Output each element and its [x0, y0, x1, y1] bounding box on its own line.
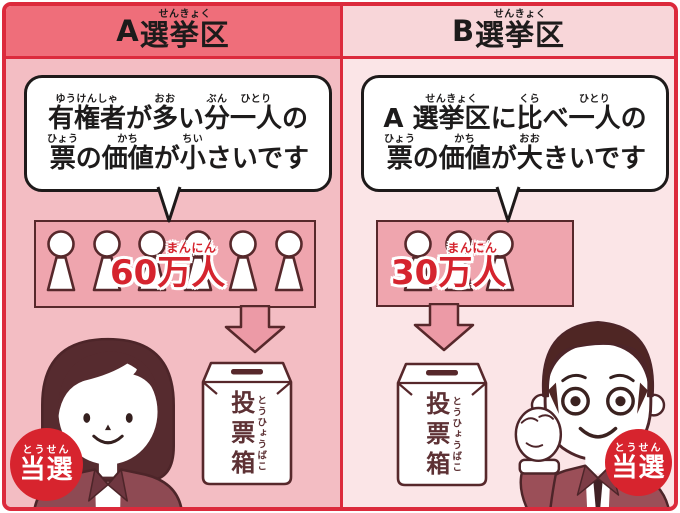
ballot-box-label: 投票箱 とうひょうばこ	[388, 391, 496, 481]
ballot-box-text: 投票箱	[421, 391, 450, 481]
ballot-box-furigana: とうひょうばこ	[255, 395, 267, 472]
district-b-title: B 選挙区せんきょく	[343, 6, 674, 59]
voter-icon	[485, 230, 515, 292]
speech-line-1: A 選挙区せんきょくに比くらべ一人ひとりの	[383, 93, 647, 134]
district-b-speech-bubble: A 選挙区せんきょくに比くらべ一人ひとりの 票ひょうの価値かちが大おおきいです	[361, 75, 669, 192]
down-arrow-icon	[413, 303, 475, 352]
down-arrow-icon	[224, 305, 286, 354]
voter-icon	[228, 230, 258, 292]
district-b-body: A 選挙区せんきょくに比くらべ一人ひとりの 票ひょうの価値かちが大おおきいです …	[343, 59, 674, 507]
ballot-slot	[426, 370, 458, 376]
district-b-voter-count: 30万人まんにん	[391, 241, 507, 293]
district-a-title: A 選挙区せんきょく	[6, 6, 340, 59]
ballot-slot	[231, 369, 263, 375]
panel-district-b: B 選挙区せんきょく A 選挙区せんきょくに比くらべ一人ひとりの 票ひょうの価値…	[343, 6, 674, 507]
candidate-man-illustration	[514, 321, 670, 507]
speech-line-2: 票ひょうの価値かちが大おおきいです	[383, 134, 647, 174]
speech-bubble-tail-icon	[156, 186, 182, 223]
district-b-ballot-box: 投票箱 とうひょうばこ	[388, 359, 496, 490]
voter-icon	[47, 230, 76, 292]
ballot-box-text: 投票箱	[226, 390, 255, 480]
voter-icon	[92, 230, 122, 292]
ballot-box-icon	[396, 362, 488, 487]
elected-badge: とうせん 当選	[10, 428, 83, 501]
speech-line-1: 有権者ゆうけんしゃが多おおい分ぶん一人ひとりの	[47, 93, 309, 134]
voter-icon	[183, 230, 212, 292]
district-a-ballot-box: 投票箱 とうひょうばこ	[193, 358, 301, 489]
voter-icon	[274, 230, 303, 292]
district-a-voter-count: 60万人まんにん	[110, 241, 226, 293]
elected-badge-label: 当選	[19, 454, 74, 485]
speech-line-2: 票ひょうの価値かちが小ちいさいです	[46, 134, 310, 174]
elected-badge-furigana: とうせん	[22, 444, 71, 456]
voter-icon	[137, 230, 167, 292]
district-a-voters-box	[34, 220, 316, 308]
district-b-voters-box	[376, 220, 574, 307]
ballot-box-furigana: とうひょうばこ	[450, 396, 462, 473]
district-a-speech-bubble: 有権者ゆうけんしゃが多おおい分ぶん一人ひとりの 票ひょうの価値かちが小ちいさいで…	[24, 75, 332, 192]
speech-bubble-tail-icon	[495, 186, 521, 223]
ballot-box-label: 投票箱 とうひょうばこ	[193, 390, 301, 480]
elected-badge-label: 当選	[611, 452, 666, 483]
district-a-body: 有権者ゆうけんしゃが多おおい分ぶん一人ひとりの 票ひょうの価値かちが小ちいさいで…	[6, 59, 340, 507]
elected-badge: とうせん 当選	[605, 429, 672, 496]
voter-icon	[444, 230, 474, 292]
voter-icon	[403, 230, 433, 292]
ballot-box-icon	[201, 361, 293, 486]
elected-badge-furigana: とうせん	[614, 442, 663, 454]
panel-district-a: A 選挙区せんきょく 有権者ゆうけんしゃが多おおい分ぶん一人ひとりの 票ひょうの…	[6, 6, 343, 507]
